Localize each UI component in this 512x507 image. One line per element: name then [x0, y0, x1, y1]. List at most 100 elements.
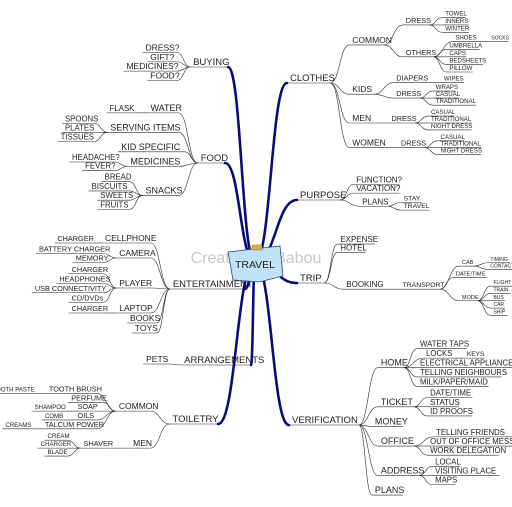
perfume-node: PERFUME — [71, 393, 107, 402]
connector — [103, 287, 117, 303]
cab-node: CAB — [462, 260, 474, 266]
flask-node: FLASK — [110, 104, 135, 113]
connector — [387, 202, 401, 207]
connector — [474, 262, 488, 267]
headphones-node: HEADPHONES — [59, 274, 110, 283]
connector — [94, 132, 108, 142]
night-dress-node: NIGHT DRESS — [431, 123, 473, 130]
dress-node: DRESS — [401, 139, 426, 148]
creams-node: CREAMS — [5, 422, 31, 429]
vacation-node: VACATION? — [356, 184, 401, 193]
laptop-node: LAPTOP — [119, 303, 153, 313]
charger-node: CHARGER — [72, 304, 109, 313]
work-delegation-node: WORK DELEGATION — [430, 446, 506, 455]
plans-node: PLANS — [362, 197, 388, 206]
connector — [96, 410, 116, 421]
traditional-node: TRADITIONAL — [431, 116, 472, 123]
water-taps-node: WATER TAPS — [420, 340, 469, 349]
entertainment-branch-label: ENTERTAINMENT — [173, 279, 253, 290]
charger-node: CHARGER — [41, 441, 72, 448]
cream-node: CREAM — [48, 433, 70, 440]
home-node: HOME — [381, 358, 408, 368]
connector — [414, 122, 428, 131]
wipes-node: WIPES — [444, 76, 464, 83]
connector — [323, 243, 338, 284]
connector — [429, 17, 443, 26]
connector — [419, 90, 433, 99]
connector — [184, 151, 198, 164]
electrical-appliances-node: ELECTRICAL APPLIANCES — [420, 359, 512, 368]
shampoo-node: SHAMPOO — [35, 404, 66, 411]
food-branch-taper — [224, 162, 256, 263]
sweets-node: SWEETS — [100, 191, 133, 200]
comb-node: COMB — [45, 413, 63, 420]
connector — [429, 24, 443, 33]
flight-node: FLIGHT — [493, 280, 511, 286]
serving-items-node: SERVING ITEMS — [110, 122, 180, 132]
verification-branch-label: VERIFICATION — [292, 415, 358, 426]
men-node: MEN — [352, 113, 371, 123]
tooth-paste-node: TOOTH PASTE — [0, 386, 35, 393]
connector — [477, 300, 491, 309]
biscuits-node: BISCUITS — [92, 182, 128, 191]
connector — [477, 293, 491, 302]
cellphone-node: CELLPHONE — [105, 233, 157, 243]
keys-node: KEYS — [467, 351, 485, 358]
cd-dvds-node: CD/DVDs — [72, 293, 104, 302]
money-node: MONEY — [375, 416, 408, 426]
connector — [330, 82, 350, 95]
charger-node: CHARGER — [72, 265, 109, 274]
buying-branch-taper — [227, 66, 256, 263]
men-node: MEN — [133, 438, 152, 448]
purpose-branch-label: PURPOSE — [300, 190, 346, 201]
connector — [358, 367, 378, 426]
common-node: COMMON — [352, 35, 392, 45]
gift-node: GIFT? — [150, 52, 174, 62]
shaver-node: SHAVER — [84, 439, 113, 448]
wraps-node: WRAPS — [436, 84, 458, 91]
caps-node: CAPS — [449, 50, 466, 57]
connector — [358, 424, 373, 496]
connector — [403, 367, 418, 378]
dress-node: DRESS — [396, 89, 421, 98]
buying-branch-label: BUYING — [193, 57, 229, 68]
connector — [433, 56, 447, 73]
function-node: FUNCTION? — [356, 175, 402, 184]
connector — [102, 401, 116, 412]
bus-node: BUS — [493, 295, 504, 301]
connector — [419, 97, 433, 106]
connector — [177, 52, 191, 68]
connector — [474, 265, 488, 270]
transport-node: TRANSPORT — [403, 282, 445, 289]
connector — [414, 445, 428, 456]
tissues-node: TISSUES — [61, 132, 94, 141]
connector — [477, 285, 491, 302]
id-proofs-node: ID PROOFS — [430, 407, 473, 416]
connector — [424, 147, 438, 155]
oils-node: OILS — [78, 411, 95, 420]
battery-charger-node: BATTERY CHARGER — [39, 245, 110, 254]
blade-node: BLADE — [48, 449, 68, 456]
connector — [103, 257, 117, 263]
arrangements-branch-label: ARRANGEMENTS — [184, 355, 264, 366]
contact-node: CONTACT # — [490, 263, 512, 269]
medicines-node: MEDICINES? — [126, 61, 178, 71]
casual-node: CASUAL — [440, 134, 465, 141]
connector — [150, 423, 170, 449]
night-dress-node: NIGHT DRESS — [440, 148, 482, 155]
bedsheets-node: BEDSHEETS — [449, 57, 486, 64]
connector — [330, 82, 350, 148]
connector — [374, 82, 394, 95]
connector — [387, 205, 401, 211]
dress-node: DRESS? — [146, 43, 180, 53]
connector — [414, 406, 428, 417]
player-node: PLAYER — [119, 278, 152, 288]
toiletry-branch-label: TOILETRY — [172, 414, 219, 425]
connector — [324, 252, 338, 284]
connector — [414, 115, 428, 124]
fever-node: FEVER? — [85, 162, 116, 171]
shoes-node: SHOES — [455, 35, 476, 42]
plans-node: PLANS — [375, 485, 405, 495]
telling-friends-node: TELLING FRIENDS — [436, 428, 505, 437]
